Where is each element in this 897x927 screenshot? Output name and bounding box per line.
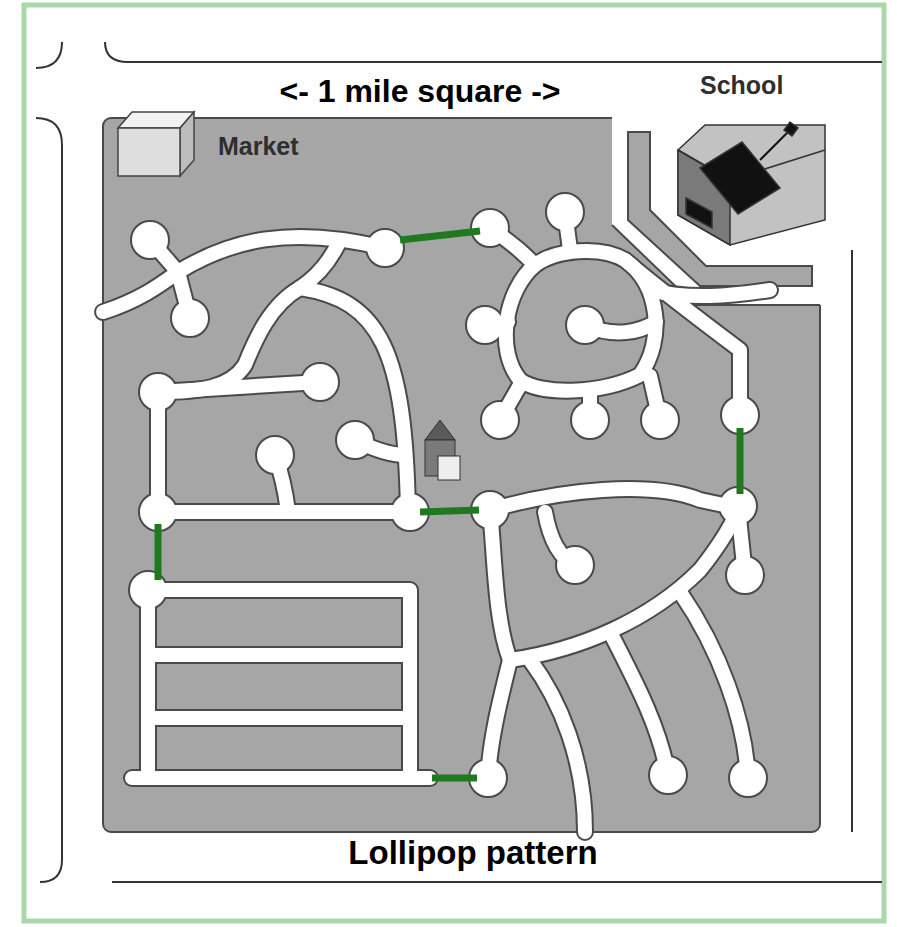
land-block [103,110,832,832]
school-building [784,122,798,136]
outer-street-lines [112,881,882,883]
place-label: School [700,72,783,100]
place-label: Market [218,133,299,161]
road-network [103,201,770,832]
house-icon [438,456,460,480]
green-walkway [155,524,162,580]
market-building [118,128,180,176]
caption-text: Lollipop pattern [348,835,597,871]
outer-street-lines [36,118,62,882]
house-icon [425,420,460,480]
school-building [760,130,790,160]
green-walkway [158,231,740,778]
road-network [103,201,770,832]
school-building [678,125,825,245]
place-label: Market [218,133,299,161]
green-walkway [737,428,744,494]
green-walkway [420,510,479,512]
outer-street-lines [36,42,62,68]
market-building [118,112,194,176]
school-building [678,122,825,245]
market-building [180,112,194,176]
house-icon [425,420,455,440]
green-walkway [400,231,480,240]
place-label: School [700,72,783,100]
green-walkway [432,775,477,782]
road-network [103,201,770,832]
outer-street-lines [36,42,882,882]
land-block [103,118,820,832]
scale-label: <- 1 mile square -> [279,74,560,109]
caption-text: Lollipop pattern [348,835,597,871]
outer-street-lines [105,42,882,62]
outer-street-lines [851,250,853,832]
school-building [686,198,712,228]
page-frame [24,5,884,921]
scale-label: <- 1 mile square -> [279,74,560,109]
